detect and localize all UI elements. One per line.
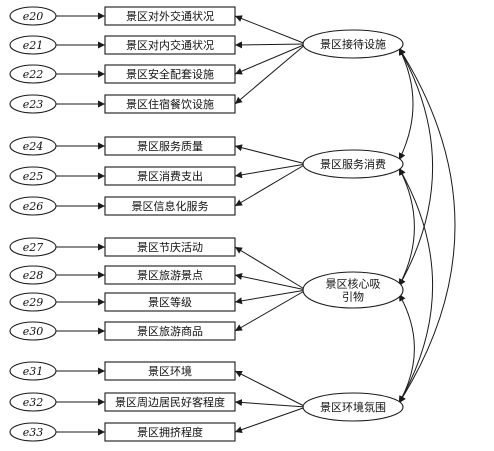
loading-arrow: [234, 144, 307, 165]
error-label: e25: [23, 170, 44, 183]
covariance-arc: [398, 293, 415, 404]
error-label: e21: [23, 39, 44, 52]
latent-label: 景区接待设施: [320, 37, 386, 51]
indicator-label: 景区对外交通状况: [126, 9, 214, 23]
loading-arrow: [234, 163, 307, 179]
covariance-arc: [398, 167, 433, 404]
error-label: e32: [23, 396, 44, 409]
error-label: e30: [23, 325, 44, 338]
loading-arrow: [234, 43, 307, 105]
loading-arrow: [234, 289, 307, 332]
error-node: [9, 237, 57, 257]
indicator-label: 景区对内交通状况: [126, 38, 214, 52]
error-label: e23: [23, 98, 44, 111]
error-node: [9, 361, 57, 381]
loading-arrow: [234, 41, 307, 49]
indicator-box: [104, 392, 236, 412]
loading-arrow: [234, 406, 307, 433]
error-label: e20: [23, 10, 44, 23]
nodes-layer: e20 e21 e22 e23 e24 e25 e26 e27 e28 e29 e30 e31 e32 e…: [9, 6, 404, 442]
error-node: [9, 265, 57, 285]
indicator-label: 景区旅游商品: [137, 324, 203, 338]
indicator-label: 景区住宿餐饮设施: [126, 97, 214, 111]
latent-node: [302, 29, 404, 59]
loading-arrow: [234, 15, 307, 45]
indicator-box: [104, 35, 236, 55]
error-node: [9, 94, 57, 114]
indicator-label: 景区拥挤程度: [137, 425, 203, 439]
loading-arrow: [234, 163, 307, 207]
error-label: e27: [23, 241, 44, 254]
indicator-box: [104, 292, 236, 312]
loading-arrow: [234, 289, 307, 305]
error-label: e28: [23, 269, 44, 282]
indicator-label: 景区环境: [148, 364, 192, 378]
error-node: [9, 6, 57, 26]
covariance-arc: [398, 167, 415, 287]
loading-arrow: [234, 43, 307, 75]
loading-arrow: [234, 370, 307, 408]
error-label: e33: [23, 426, 44, 439]
loading-arrow: [234, 399, 307, 408]
indicator-box: [104, 6, 236, 26]
loading-arrow: [234, 273, 307, 291]
latent-node: [302, 271, 404, 309]
indicator-box: [104, 321, 236, 341]
latent-label: 引物: [342, 290, 364, 304]
error-node: [9, 392, 57, 412]
error-node: [9, 166, 57, 186]
error-node: [9, 321, 57, 341]
error-node: [9, 422, 57, 442]
indicator-label: 景区等级: [148, 295, 192, 309]
error-label: e31: [23, 365, 44, 378]
indicator-box: [104, 422, 236, 442]
indicator-label: 景区服务质量: [137, 140, 203, 153]
indicator-label: 景区节庆活动: [137, 240, 203, 254]
error-label: e26: [23, 200, 44, 213]
covariance-arc: [398, 47, 433, 287]
error-node: [9, 196, 57, 216]
indicator-box: [104, 265, 236, 285]
indicator-label: 景区周边居民好客程度: [115, 395, 225, 409]
covariance-arc: [398, 47, 414, 161]
indicator-box: [104, 237, 236, 257]
loading-arrow: [234, 246, 307, 291]
indicator-box: [104, 166, 236, 186]
error-label: e29: [23, 296, 44, 309]
error-label: e22: [23, 68, 44, 81]
latent-label: 景区环境氛围: [320, 400, 386, 414]
error-node: [9, 136, 57, 156]
indicator-box: [104, 136, 236, 156]
error-node: [9, 64, 57, 84]
indicator-box: [104, 94, 236, 114]
indicator-label: 景区消费支出: [137, 169, 203, 183]
latent-label: 景区服务消费: [320, 157, 386, 171]
error-label: e24: [23, 140, 44, 153]
indicator-box: [104, 196, 236, 216]
indicator-label: 景区信息化服务: [132, 199, 209, 213]
latent-label: 景区核心吸: [326, 277, 381, 291]
latent-node: [302, 149, 404, 179]
indicator-label: 景区旅游景点: [137, 268, 203, 282]
error-node: [9, 35, 57, 55]
latent-node: [302, 392, 404, 422]
indicator-label: 景区安全配套设施: [126, 67, 214, 81]
error-node: [9, 292, 57, 312]
indicator-box: [104, 64, 236, 84]
edges-layer: [56, 12, 456, 436]
indicator-box: [104, 361, 236, 381]
covariance-arc: [398, 47, 456, 404]
